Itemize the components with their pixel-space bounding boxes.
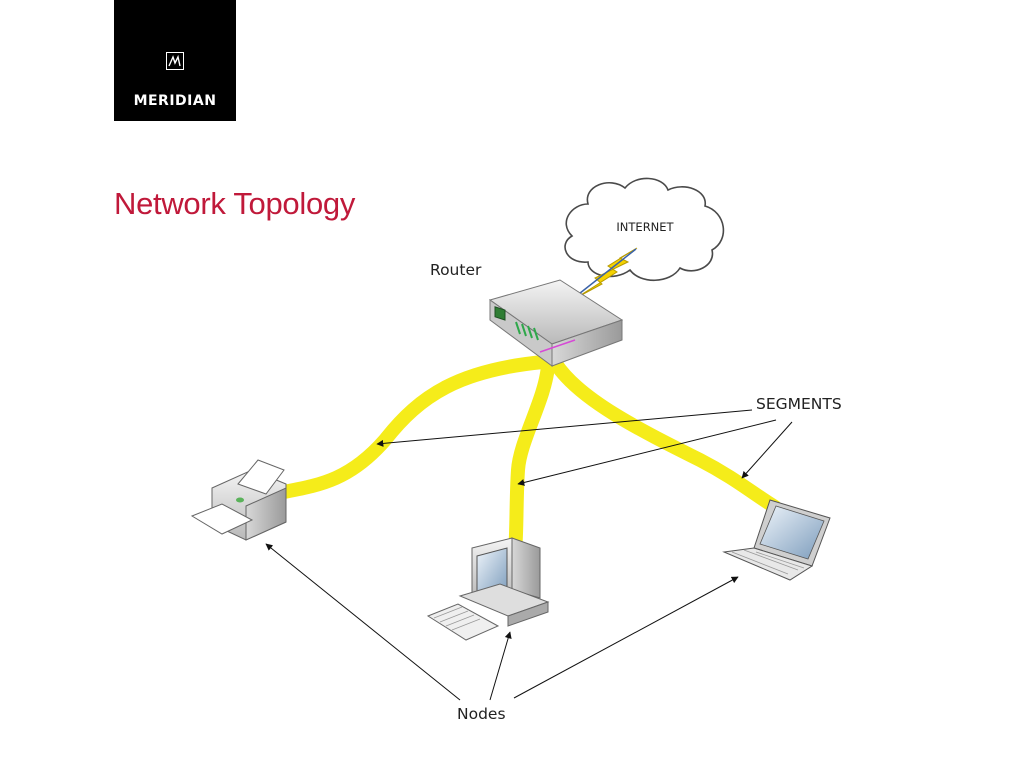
node-arrows xyxy=(265,543,739,701)
router-led-icon xyxy=(494,306,506,321)
nodes-label: Nodes xyxy=(457,705,506,723)
segment-arrow-desktop xyxy=(517,419,777,486)
meridian-m-mark-icon xyxy=(166,52,184,70)
cable-to-printer xyxy=(277,355,550,499)
segment-arrow-printer xyxy=(376,409,753,447)
meridian-logo: MERIDIAN xyxy=(114,0,236,121)
node-arrow-laptop xyxy=(513,576,739,699)
page-title: Network Topology xyxy=(114,186,356,221)
internet-cloud: INTERNET xyxy=(564,177,725,281)
segment-arrow-laptop xyxy=(741,421,793,479)
node-arrow-desktop xyxy=(489,631,512,701)
cable-segments xyxy=(277,355,782,559)
keyboard-icon xyxy=(426,603,500,641)
desktop-computer-icon xyxy=(426,537,550,641)
segments-label: SEGMENTS xyxy=(756,395,842,413)
cloud-label: INTERNET xyxy=(616,220,674,234)
printer-icon xyxy=(190,459,287,541)
cloud-icon xyxy=(564,177,725,281)
laptop-screen xyxy=(759,505,825,560)
segment-arrows xyxy=(376,409,793,486)
node-arrow-printer xyxy=(265,543,461,701)
logo-wordmark: MERIDIAN xyxy=(133,93,217,109)
router-label: Router xyxy=(430,261,482,279)
router-device: Router xyxy=(430,261,624,367)
laptop-icon xyxy=(722,499,831,581)
cable-to-laptop xyxy=(549,357,782,514)
cable-to-desktop xyxy=(508,359,555,559)
